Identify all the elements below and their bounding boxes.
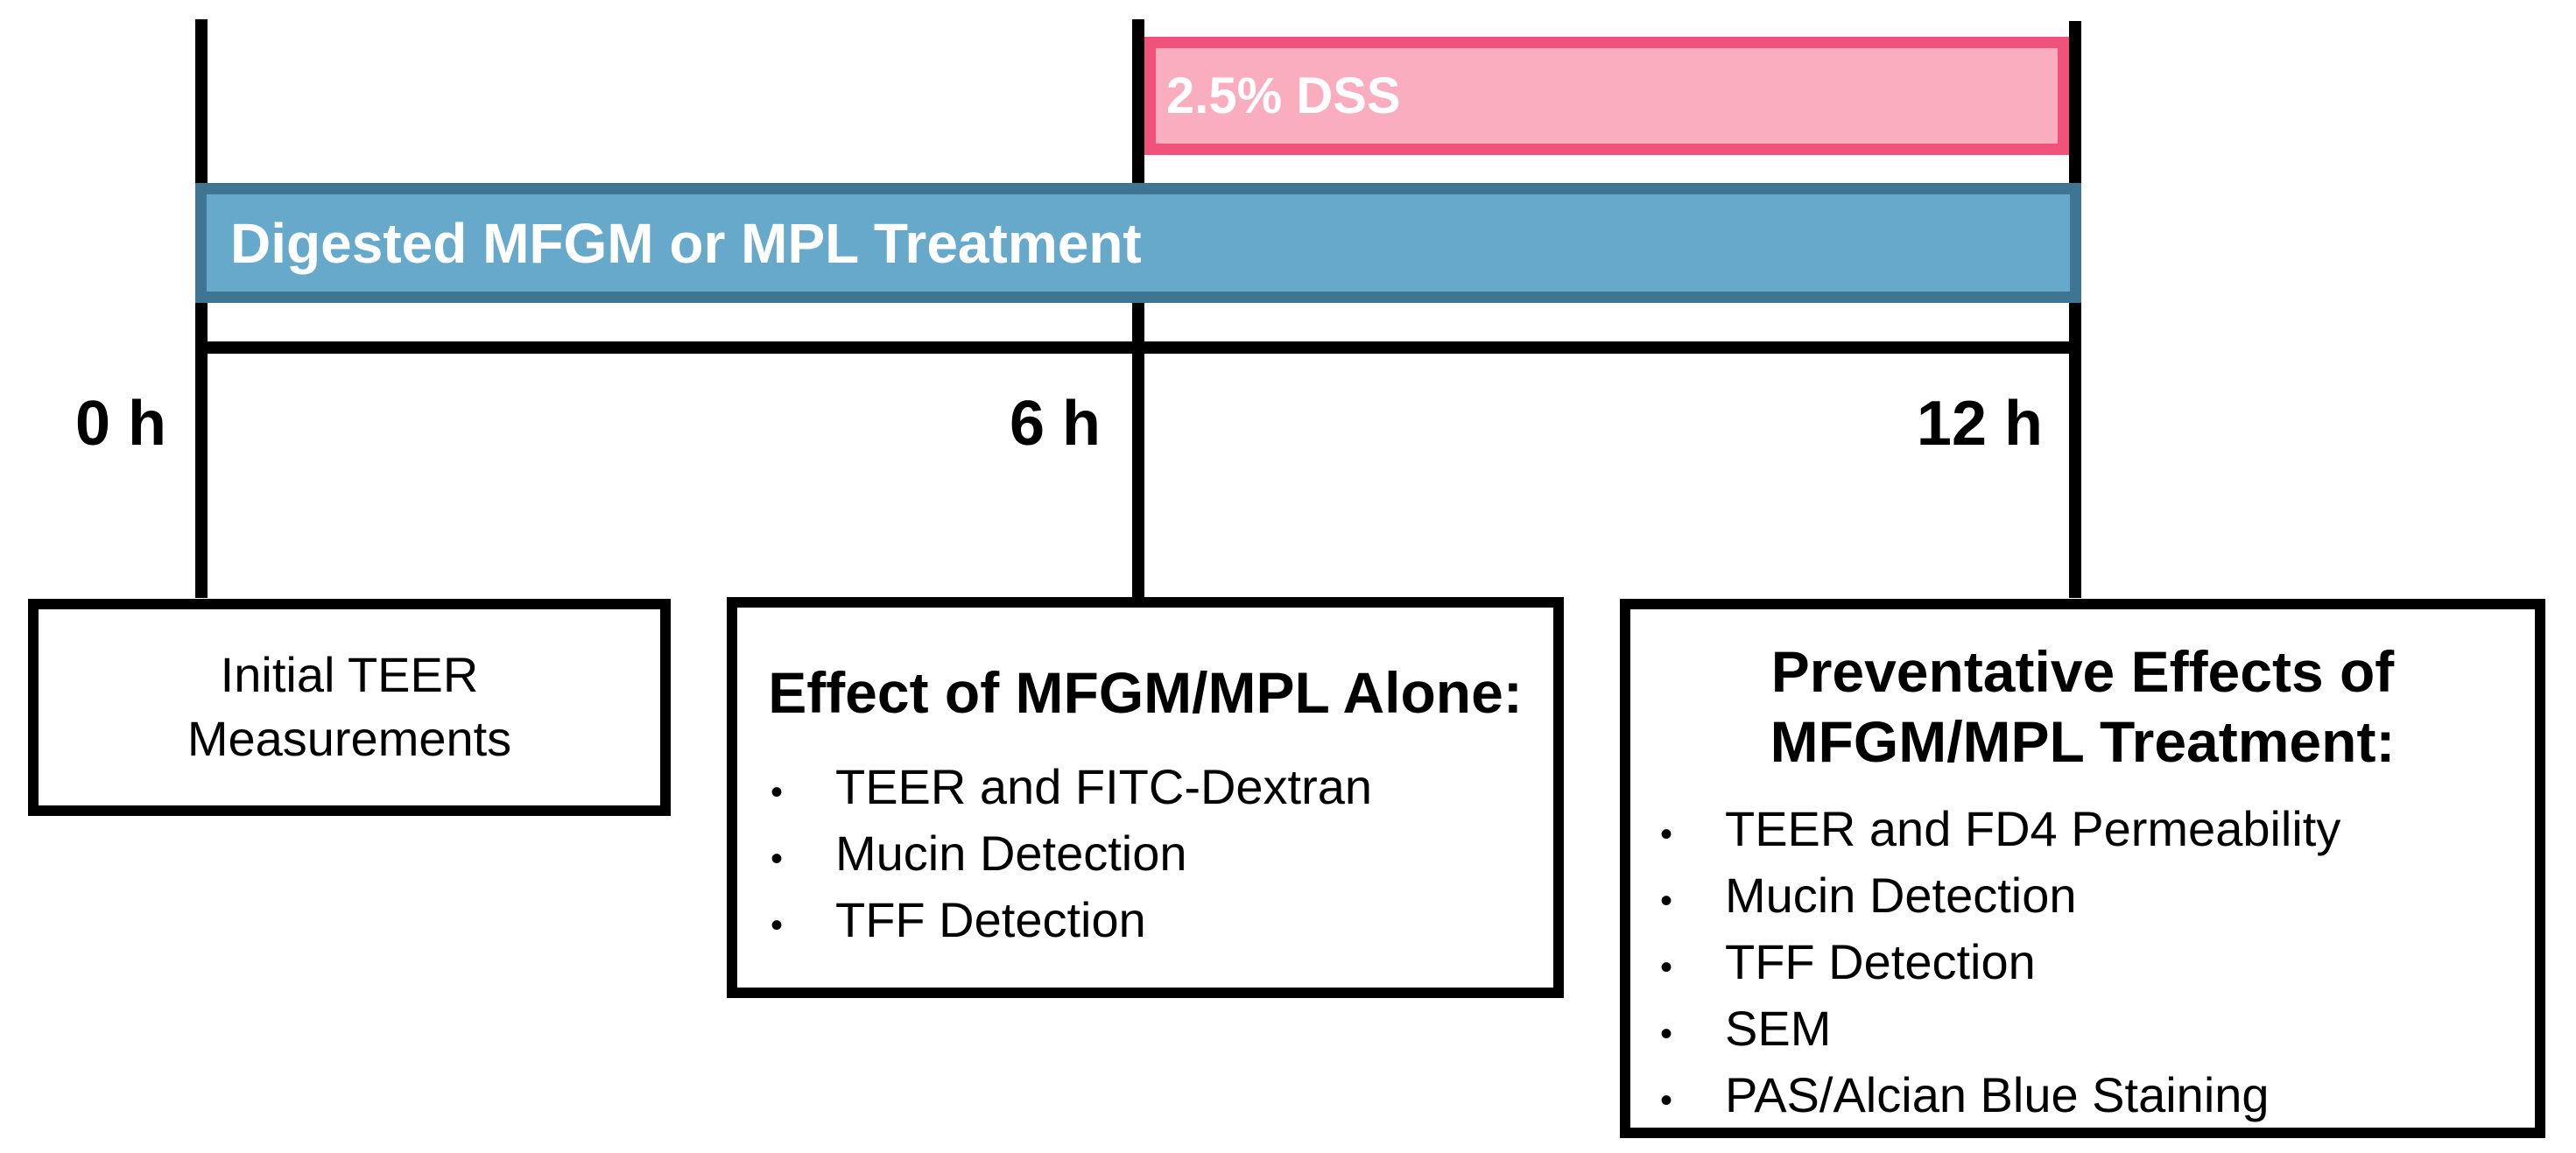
bullet-icon: • (771, 840, 784, 878)
list-item: • Mucin Detection (755, 823, 1536, 889)
effect-alone-box: Effect of MFGM/MPL Alone: • TEER and FIT… (727, 597, 1564, 998)
bullet-label: TFF Detection (835, 892, 1146, 947)
list-item: • Mucin Detection (1644, 865, 2521, 932)
tick-line-12h (2069, 21, 2081, 598)
tick-line-0h (195, 19, 208, 598)
preventative-bullet-list: • TEER and FD4 Permeability • Mucin Dete… (1644, 798, 2521, 1131)
dss-bar: 2.5% DSS (1144, 37, 2069, 155)
bullet-icon: • (771, 906, 784, 945)
treatment-bar-label: Digested MFGM or MPL Treatment (230, 211, 1142, 275)
bullet-icon: • (1660, 814, 1673, 854)
preventative-effects-box: Preventative Effects of MFGM/MPL Treatme… (1620, 599, 2545, 1138)
bullet-label: TEER and FD4 Permeability (1725, 800, 2341, 856)
preventative-heading: Preventative Effects of MFGM/MPL Treatme… (1644, 637, 2521, 777)
tick-label-12h: 12 h (1916, 389, 2043, 459)
initial-teer-box: Initial TEER Measurements (28, 599, 671, 816)
list-item: • TEER and FITC-Dextran (755, 756, 1536, 823)
list-item: • TEER and FD4 Permeability (1644, 798, 2521, 865)
preventative-heading-line2: MFGM/MPL Treatment: (1770, 708, 2396, 774)
bullet-icon: • (1660, 881, 1673, 920)
list-item: • SEM (1644, 998, 2521, 1065)
dss-bar-label: 2.5% DSS (1166, 67, 1401, 124)
bullet-icon: • (1660, 1080, 1673, 1120)
list-item: • TFF Detection (1644, 932, 2521, 998)
bullet-icon: • (1660, 1014, 1673, 1053)
bullet-label: SEM (1725, 1000, 1832, 1056)
list-item: • PAS/Alcian Blue Staining (1644, 1065, 2521, 1131)
bullet-label: Mucin Detection (835, 826, 1187, 881)
effect-alone-heading: Effect of MFGM/MPL Alone: (768, 660, 1523, 725)
preventative-heading-line1: Preventative Effects of (1770, 639, 2395, 704)
list-item: • TFF Detection (755, 889, 1536, 956)
effect-alone-bullet-list: • TEER and FITC-Dextran • Mucin Detectio… (755, 756, 1536, 956)
bullet-label: TEER and FITC-Dextran (835, 759, 1373, 814)
tick-label-6h: 6 h (1009, 389, 1101, 459)
bullet-icon: • (1660, 947, 1673, 987)
tick-label-0h: 0 h (74, 389, 166, 459)
bullet-label: Mucin Detection (1725, 867, 2077, 923)
timeline-axis (195, 341, 2081, 354)
bullet-icon: • (771, 773, 784, 812)
initial-teer-line1: Initial TEER (220, 647, 479, 703)
bullet-label: PAS/Alcian Blue Staining (1725, 1066, 2270, 1122)
treatment-bar: Digested MFGM or MPL Treatment (195, 183, 2081, 303)
bullet-label: TFF Detection (1725, 933, 2036, 989)
initial-teer-line2: Measurements (187, 711, 512, 766)
tick-line-6h (1132, 19, 1144, 597)
